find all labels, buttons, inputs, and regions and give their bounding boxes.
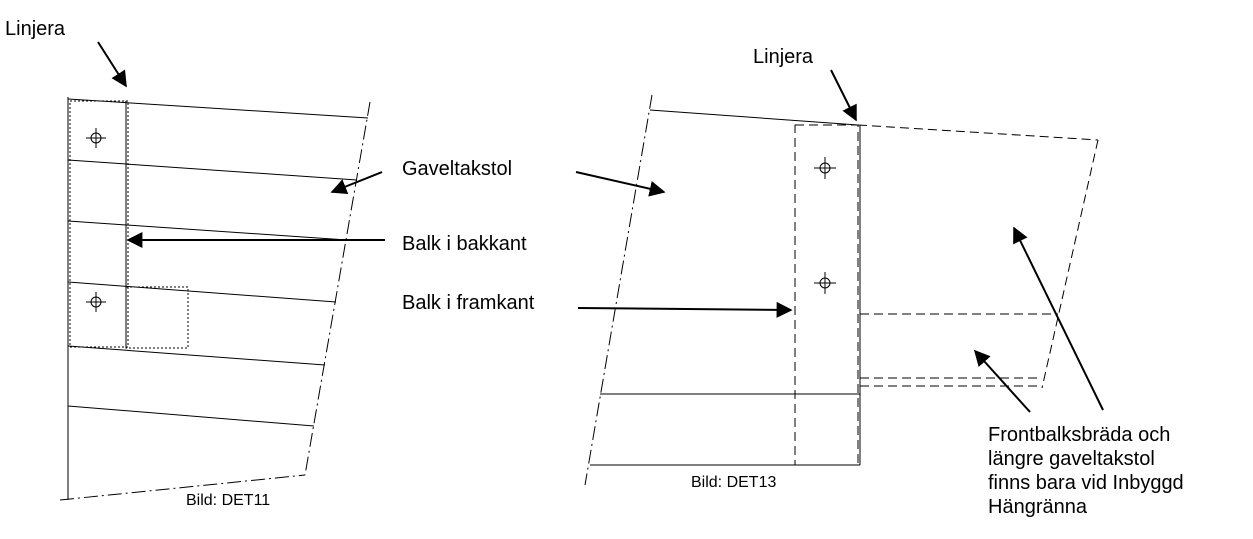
crosshair-marker: [814, 157, 836, 179]
label-balk-framkant: Balk i framkant: [402, 292, 535, 314]
rafter-line: [67, 281, 337, 303]
beam-joint-outline: [125, 286, 189, 349]
arrow-balk-framkant: [577, 301, 793, 318]
label-linjera-right: Linjera: [753, 46, 814, 68]
label-note: Frontbalksbräda och längre gaveltakstol …: [988, 424, 1184, 518]
rafter-line: [67, 405, 315, 427]
drawing-det11: [59, 97, 371, 501]
rafter-line: [67, 220, 348, 241]
crosshair-marker: [86, 292, 106, 312]
gable-right-edge: [1041, 139, 1099, 389]
arrow-note-frontboard: [973, 349, 1031, 413]
rafter-line: [67, 345, 326, 366]
caption-det13: Bild: DET13: [691, 474, 777, 491]
rafter-line: [67, 159, 358, 181]
beam-outline: [69, 100, 129, 348]
right-edge-line: [304, 101, 371, 476]
arrow-gaveltakstol-right: [575, 171, 666, 197]
roof-line: [649, 109, 859, 126]
left-edge-line: [584, 94, 653, 486]
annotation-arrows: [97, 41, 1104, 413]
arrow-gaveltakstol-left: [330, 171, 383, 195]
label-balk-bakkant: Balk i bakkant: [402, 233, 527, 255]
crosshair-marker: [814, 272, 836, 294]
crosshair-marker: [86, 128, 106, 148]
rafter-line: [67, 98, 369, 119]
arrow-linjera-right: [830, 69, 857, 122]
label-gaveltakstol: Gaveltakstol: [402, 158, 513, 180]
label-linjera-left: Linjera: [5, 18, 66, 40]
drawing-det13: [584, 94, 1099, 486]
caption-det11: Bild: DET11: [186, 492, 271, 509]
arrow-linjera-left: [97, 41, 127, 88]
front-beam-outline: [794, 124, 859, 466]
arrow-note-gaveltakstol: [1013, 226, 1104, 411]
bottom-edge-line: [59, 474, 306, 501]
roof-extension-line: [857, 124, 1099, 141]
